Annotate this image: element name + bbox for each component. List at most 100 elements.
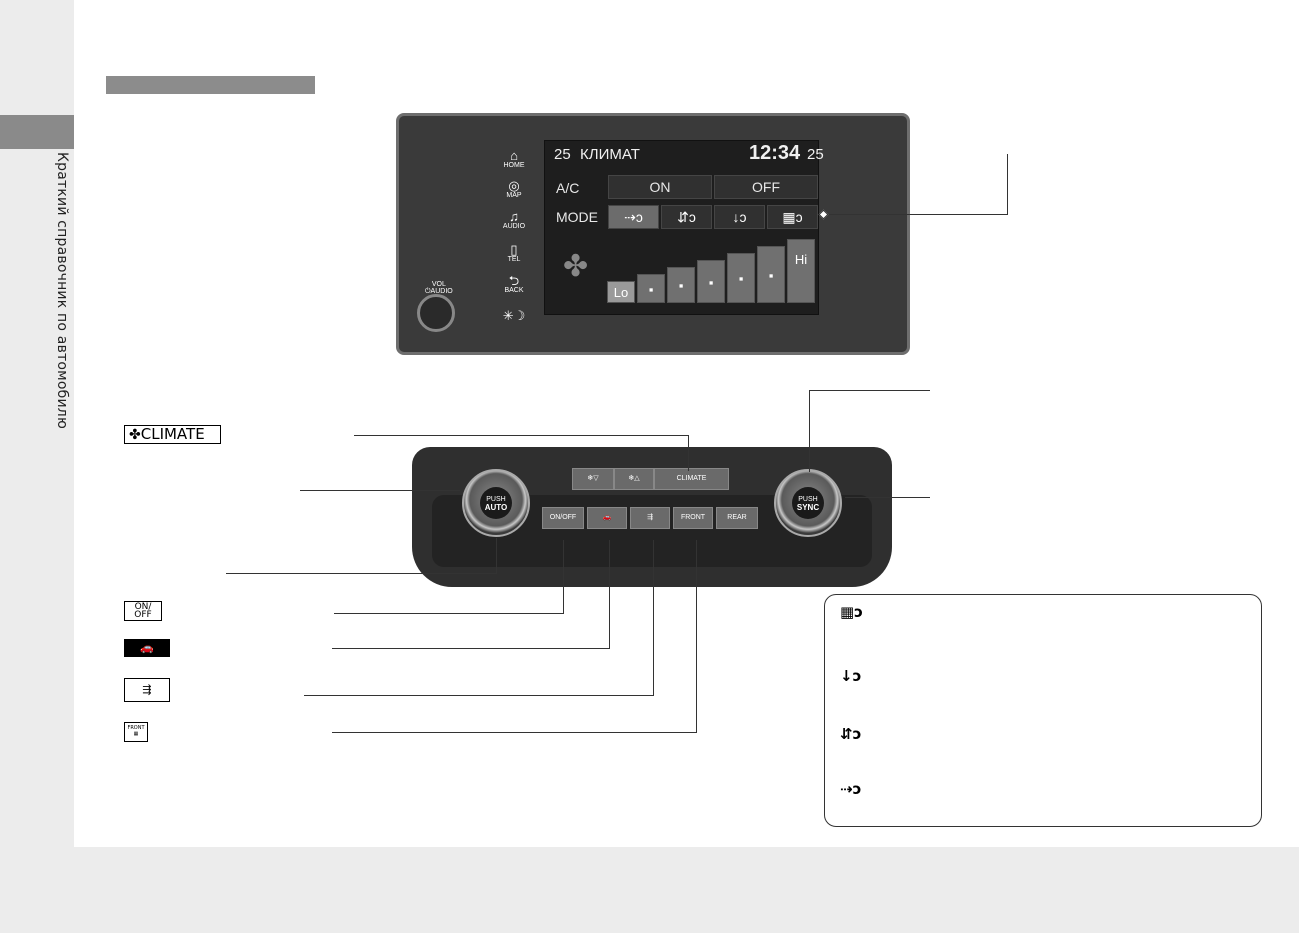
- fresh-air-button[interactable]: ⇶: [630, 507, 670, 529]
- fan-speed-4[interactable]: ▪: [697, 260, 725, 303]
- bilevel-mode-icon: ⇵ↄ: [677, 209, 696, 225]
- fan-mark: ▪: [768, 268, 774, 283]
- climate-icon-label: CLIMATE: [140, 425, 205, 443]
- leader-line: [809, 390, 810, 472]
- map-icon: ◎: [508, 178, 520, 193]
- vol-label-line1: VOL: [431, 281, 446, 288]
- map-label: MAP: [506, 192, 522, 199]
- recirculation-icon: 🚗: [602, 514, 612, 521]
- front-defrost-icon: FRONT▦: [124, 722, 148, 742]
- fan-down-button[interactable]: ❄▽: [572, 468, 614, 490]
- brightness-button[interactable]: ✳☽: [499, 309, 529, 322]
- back-button[interactable]: ⮌BACK: [499, 274, 529, 295]
- floor-mode-button[interactable]: ↓ↄ: [714, 205, 765, 229]
- bilevel-mode-button[interactable]: ⇵ↄ: [661, 205, 712, 229]
- mode-label: MODE: [556, 209, 598, 225]
- recirculation-icon: 🚗: [124, 639, 170, 657]
- temp-left: 25: [554, 146, 571, 163]
- ac-row: A/C ON OFF: [545, 175, 818, 201]
- home-icon: ⌂: [510, 148, 518, 163]
- fan-mark: ▪: [678, 278, 684, 293]
- vent-mode-icon: ⇢ↄ: [840, 780, 862, 798]
- front-defrost-button[interactable]: FRONT: [673, 507, 713, 529]
- fan-mark: ▪: [648, 282, 654, 297]
- floor-mode-icon: ↓ↄ: [840, 667, 862, 685]
- music-note-icon: ♫: [509, 209, 519, 224]
- fan-speed-3[interactable]: ▪: [667, 267, 695, 303]
- onoff-icon-label: ON/ OFF: [134, 602, 152, 620]
- floor-defrost-mode-button[interactable]: ▦ↄ: [767, 205, 818, 229]
- front-defrost-icon-label: FRONT: [127, 725, 145, 731]
- head-unit-display: ⌂HOME ◎MAP ♫AUDIO ▯TEL ⮌BACK ✳☽ VOL⏻AUDI…: [396, 113, 910, 355]
- back-arrow-icon: ⮌: [508, 273, 520, 288]
- leader-line: [653, 540, 654, 696]
- vent-mode-button[interactable]: ⇢ↄ: [608, 205, 659, 229]
- mode-row: MODE ⇢ↄ ⇵ↄ ↓ↄ ▦ↄ: [545, 204, 818, 230]
- vol-label-line2: ⏻AUDIO: [425, 288, 453, 295]
- leader-line: [609, 540, 610, 649]
- home-button[interactable]: ⌂HOME: [499, 149, 529, 170]
- leader-line: [1007, 154, 1008, 215]
- ac-off-option[interactable]: OFF: [714, 175, 818, 199]
- leader-line: [354, 435, 689, 436]
- sync-label: SYNC: [796, 503, 820, 512]
- rear-defrost-button[interactable]: REAR: [716, 507, 758, 529]
- fan-up-button[interactable]: ❄△: [614, 468, 654, 490]
- leader-line: [226, 573, 496, 574]
- floor-defrost-mode-icon: ▦ↄ: [782, 209, 803, 225]
- ac-onoff-icon: ON/ OFF: [124, 601, 162, 621]
- leader-line: [688, 435, 689, 471]
- climate-icon: ✤CLIMATE: [124, 425, 221, 444]
- fan-speed-2[interactable]: ▪: [637, 274, 665, 303]
- ac-on-option[interactable]: ON: [608, 175, 712, 199]
- fan-speed-lo[interactable]: Lo: [607, 281, 635, 303]
- section-header-bar: [106, 76, 315, 94]
- leader-line: [826, 214, 1008, 215]
- temp-right: 25: [807, 146, 824, 163]
- fan-icon: ✤: [129, 427, 141, 443]
- audio-label: AUDIO: [502, 223, 526, 230]
- map-button[interactable]: ◎MAP: [499, 179, 529, 200]
- day-night-icon: ✳☽: [502, 308, 526, 323]
- fresh-air-icon: ⇶: [647, 514, 653, 521]
- clock: 12:34: [749, 142, 801, 164]
- fan-mark: ▪: [738, 271, 744, 286]
- mode-legend-box: ▦ↄ ↓ↄ ⇵ↄ ⇢ↄ: [824, 594, 1262, 827]
- back-label: BACK: [504, 287, 524, 294]
- fan-speed-bars: Lo ▪ ▪ ▪ ▪ ▪ Hi: [607, 236, 817, 306]
- sync-push-label: PUSH: [798, 496, 818, 503]
- floor-mode-icon: ↓ↄ: [732, 209, 747, 225]
- fan-speed-5[interactable]: ▪: [727, 253, 755, 303]
- leader-line: [809, 390, 930, 391]
- climate-screen: 25 КЛИМАТ 12:34 25 A/C ON OFF MODE ⇢ↄ ⇵ↄ…: [544, 140, 824, 315]
- climate-button[interactable]: CLIMATE: [654, 468, 729, 490]
- fan-speed-hi[interactable]: Hi: [787, 239, 815, 303]
- ac-onoff-button[interactable]: ON/OFF: [542, 507, 584, 529]
- leader-line: [304, 695, 654, 696]
- ac-label: A/C: [556, 180, 580, 196]
- sidebar-tab: [0, 115, 74, 149]
- leader-line: [334, 613, 564, 614]
- recirculation-button[interactable]: 🚗: [587, 507, 627, 529]
- volume-knob[interactable]: [417, 294, 455, 332]
- auto-push-label: PUSH: [486, 496, 506, 503]
- bilevel-mode-icon: ⇵ↄ: [840, 725, 862, 743]
- tel-button[interactable]: ▯TEL: [499, 243, 529, 264]
- fan-lo-label: Lo: [613, 285, 629, 300]
- screen-title: КЛИМАТ: [580, 146, 640, 163]
- home-label: HOME: [503, 162, 525, 169]
- vol-label: VOL⏻AUDIO: [425, 281, 453, 295]
- audio-button[interactable]: ♫AUDIO: [499, 210, 529, 231]
- fan-speed-6[interactable]: ▪: [757, 246, 785, 303]
- auto-label: AUTO: [484, 503, 508, 512]
- leader-line: [496, 538, 497, 574]
- leader-line: [696, 540, 697, 733]
- screen-status-bar: 25 КЛИМАТ 12:34 25: [545, 142, 824, 165]
- fresh-air-icon: ⇶: [124, 678, 170, 702]
- vent-mode-icon: ⇢ↄ: [624, 209, 643, 225]
- fan-mark: ▪: [708, 275, 714, 290]
